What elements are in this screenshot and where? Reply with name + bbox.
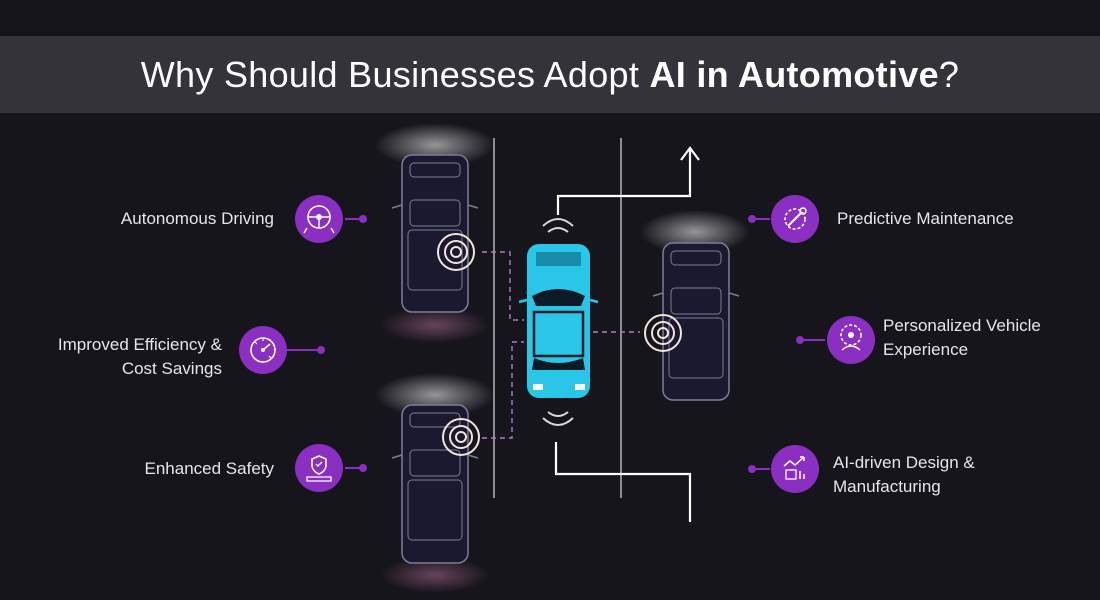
benefit-predictive-maintenance: Predictive Maintenance [837,209,1014,228]
benefit-efficiency: Improved Efficiency & Cost Savings [57,335,222,378]
benefit-personalized-experience: Personalized Vehicle Experience [883,316,1041,359]
benefit-enhanced-safety: Enhanced Safety [144,459,274,478]
sensor-ring-bottom-left [442,418,480,456]
shield-car-icon [295,444,343,492]
sensor-ring-right [644,314,682,352]
gauge-icon [239,326,287,374]
car-bottom-left [391,404,479,564]
ai-car [518,218,599,426]
route-arrow-top [556,150,692,215]
route-line-bottom [554,442,692,522]
benefit-autonomous-driving: Autonomous Driving [120,209,274,228]
title-prefix: Why Should Businesses Adopt [140,53,650,95]
sensor-ring-top-left [437,233,475,271]
wrench-gear-icon [771,195,819,243]
gear-person-icon [827,316,875,364]
title-band: Why Should Businesses Adopt AI in Automo… [0,36,1100,113]
title-suffix: ? [938,53,960,95]
benefit-ai-design-manufacturing: AI-driven Design & Manufacturing [833,453,975,496]
page-title: Why Should Businesses Adopt AI in Automo… [141,54,960,96]
car-right [652,242,740,401]
steering-wheel-icon [295,195,343,243]
chart-box-icon [771,445,819,493]
title-emphasis: AI in Automotive [649,53,939,95]
car-top-left [391,154,479,313]
